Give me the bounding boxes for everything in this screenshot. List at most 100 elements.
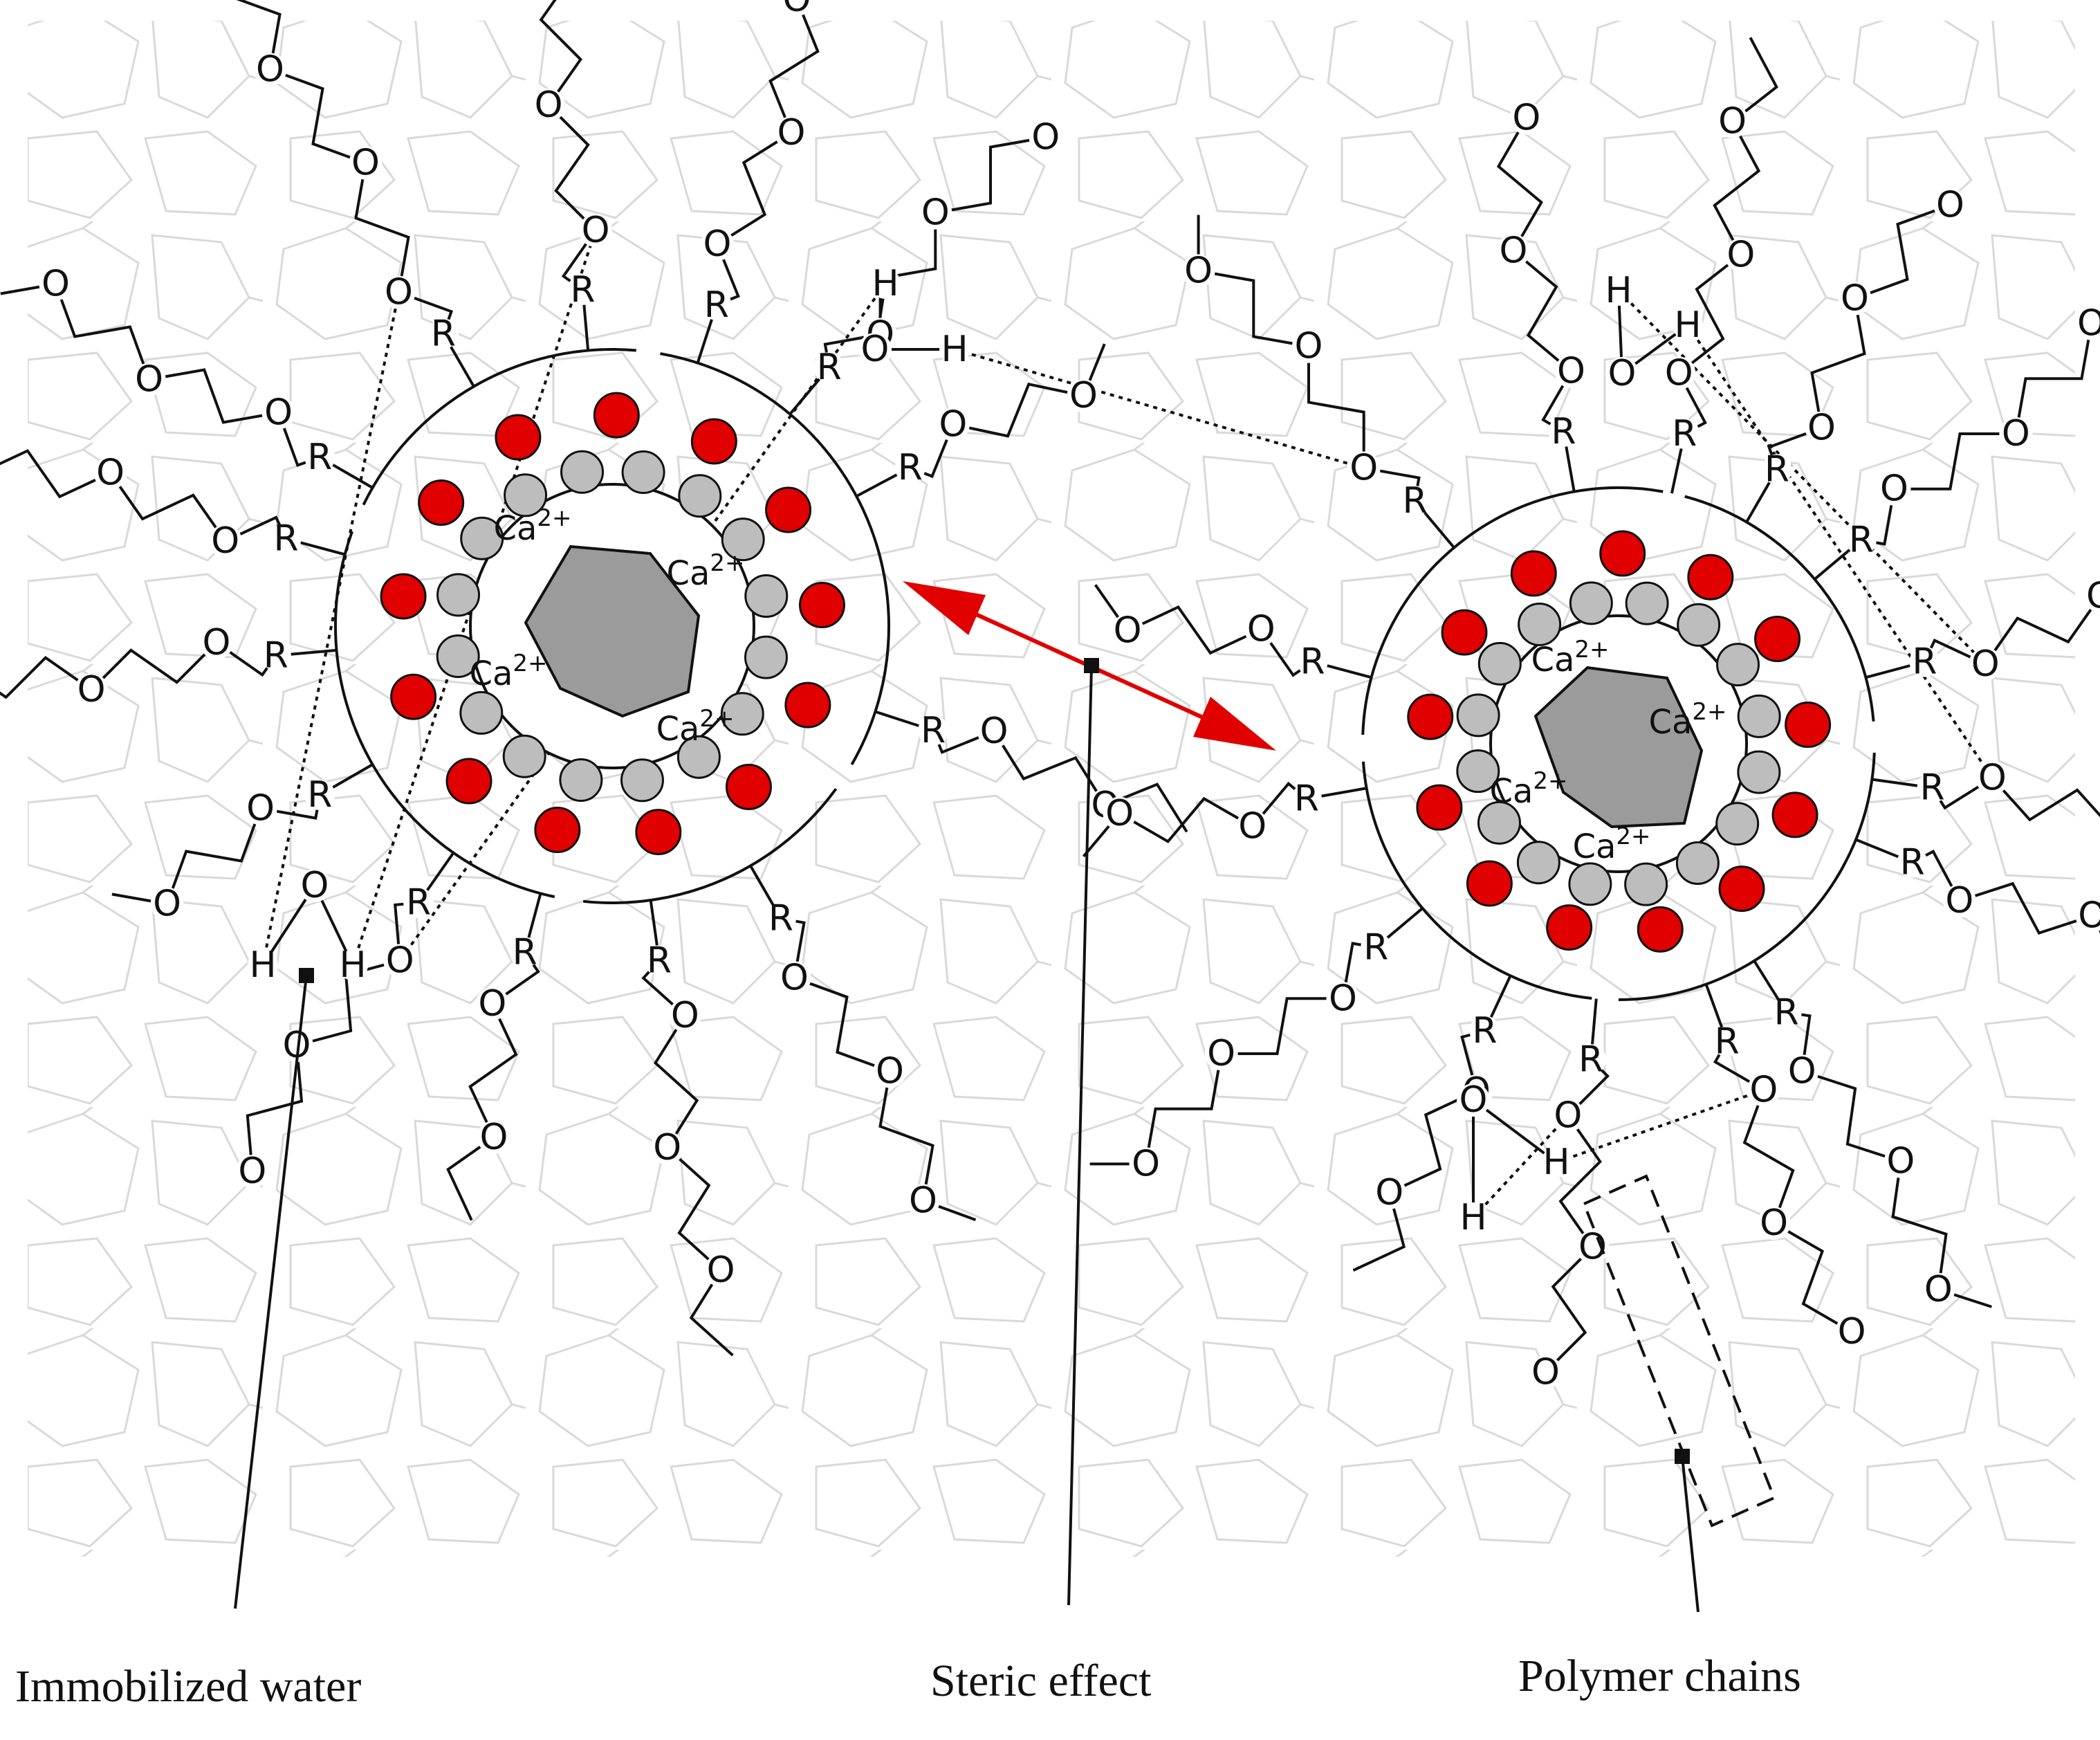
anchor-bond [329,763,374,790]
polymer-side-chain [446,951,540,1221]
oxygen-mask [1326,982,1360,1016]
anionic-site [798,582,845,629]
polymer-side-chain [0,449,288,543]
calcium-site [1675,841,1720,886]
oxygen-mask [1347,451,1381,485]
outer-adsorption-shell [1361,761,1592,1000]
oxygen-atom-label: O [1294,326,1323,367]
calcium-ion-label: Ca2+ [1531,636,1609,679]
oxygen-atom-label: O [783,0,811,20]
r-group-mask [260,640,291,671]
calcium-site [1456,693,1500,738]
oxygen-mask [1029,120,1062,154]
r-group-label: R [1912,641,1937,682]
anchor-bond [582,302,590,351]
oxygen-mask [1067,379,1100,413]
outer-adsorption-shell [1618,752,1876,1001]
oxygen-atom-label: O [135,359,163,401]
anionic-site [1718,866,1765,913]
oxygen-mask [780,0,813,17]
outer-adsorption-shell [1361,486,1664,735]
oxygen-mask [39,267,73,301]
oxygen-mask [1724,238,1758,272]
calcium-site [720,692,764,736]
oxygen-atom-label: O [1184,250,1213,292]
particle-layer [334,348,1876,1001]
oxygen-mask [1757,1206,1791,1240]
anchor-bond [856,472,900,497]
calcium-site [1737,694,1781,738]
oxygen-mask [1457,1083,1490,1117]
oxygen-mask [1244,612,1278,646]
oxygen-atom-label: O [42,263,70,304]
oxygen-atom-label: O [77,669,106,711]
outer-adsorption-shell [1684,495,1875,722]
r-group-mask [509,937,540,968]
oxygen-atom-label: O [876,1050,904,1092]
polymer-side-chain [1089,942,1376,1166]
oxygen-mask [279,1029,313,1063]
polymer-side-chain [1911,850,2100,935]
r-group-mask [766,903,796,934]
r-group-mask [643,945,674,976]
r-group-label: R [1472,1010,1497,1052]
r-group-mask [403,887,434,918]
polymer-side-chain [1352,1029,1485,1272]
oxygen-atom-label: O [256,48,284,90]
r-group-mask [1771,997,1802,1028]
oxygen-atom-label: O [909,1180,937,1222]
oxygen-mask [75,672,109,706]
polymer-side-chain [780,917,977,1222]
r-group-label: R [513,931,537,973]
oxygen-atom-label: O [1718,101,1747,143]
r-group-mask [1669,419,1700,450]
anionic-site [1785,702,1832,749]
anchor-bond [1564,443,1576,492]
oxygen-atom-label: O [777,112,805,154]
r-group-mask [1711,1026,1742,1057]
oxygen-mask [93,456,127,490]
oxygen-atom-label: O [780,957,809,998]
hydrogen-atom-label: H [339,944,366,986]
oxygen-mask [383,944,417,978]
anionic-site [1771,791,1818,839]
oxygen-mask [1838,282,1872,315]
calcium-site [1477,800,1521,845]
oxygen-mask [1554,354,1588,388]
oxygen-mask [774,116,808,150]
r-group-label: R [1403,480,1428,522]
oxygen-atom-label: O [1936,184,1964,226]
oxygen-atom-label: O [671,995,699,1036]
o-h-bond [1472,1099,1558,1164]
oxygen-mask [1551,1099,1585,1133]
oxygen-atom-label: O [1608,353,1637,394]
polymer-side-chain [1544,1058,1610,1373]
outer-adsorption-shell [334,531,555,899]
calcium-site [744,574,789,619]
hydrogen-atom-label: H [1542,1142,1569,1183]
calcium-site [1569,581,1613,625]
polymer-side-chain [0,282,321,468]
calcium-site [678,474,722,518]
oxygen-mask [701,227,735,261]
r-group-label: R [431,313,456,354]
oxygen-atom-label: O [1512,97,1540,138]
oxygen-atom-label: O [1838,1311,1866,1353]
polymer-side-chain [1931,776,2100,822]
anchor-bond [329,462,374,489]
hydrogen-mask [338,950,368,980]
oxygen-atom-label: O [535,84,563,126]
oxygen-mask [235,1155,269,1189]
r-group-label: R [1765,448,1789,490]
hydrogen-mask [248,950,278,980]
calcium-ion-label: Ca2+ [1572,823,1650,866]
leader-polymer-chains [1681,1456,1700,1613]
hydrogen-mask [870,268,901,299]
oxygen-atom-label: O [1238,806,1267,848]
cement-grain-core [524,544,701,718]
r-group-label: R [406,882,431,924]
r-group-label: R [768,898,793,940]
r-group-label: R [921,710,946,751]
polymer-chain-highlight-box [1582,1174,1776,1528]
oxygen-mask [1877,472,1911,506]
